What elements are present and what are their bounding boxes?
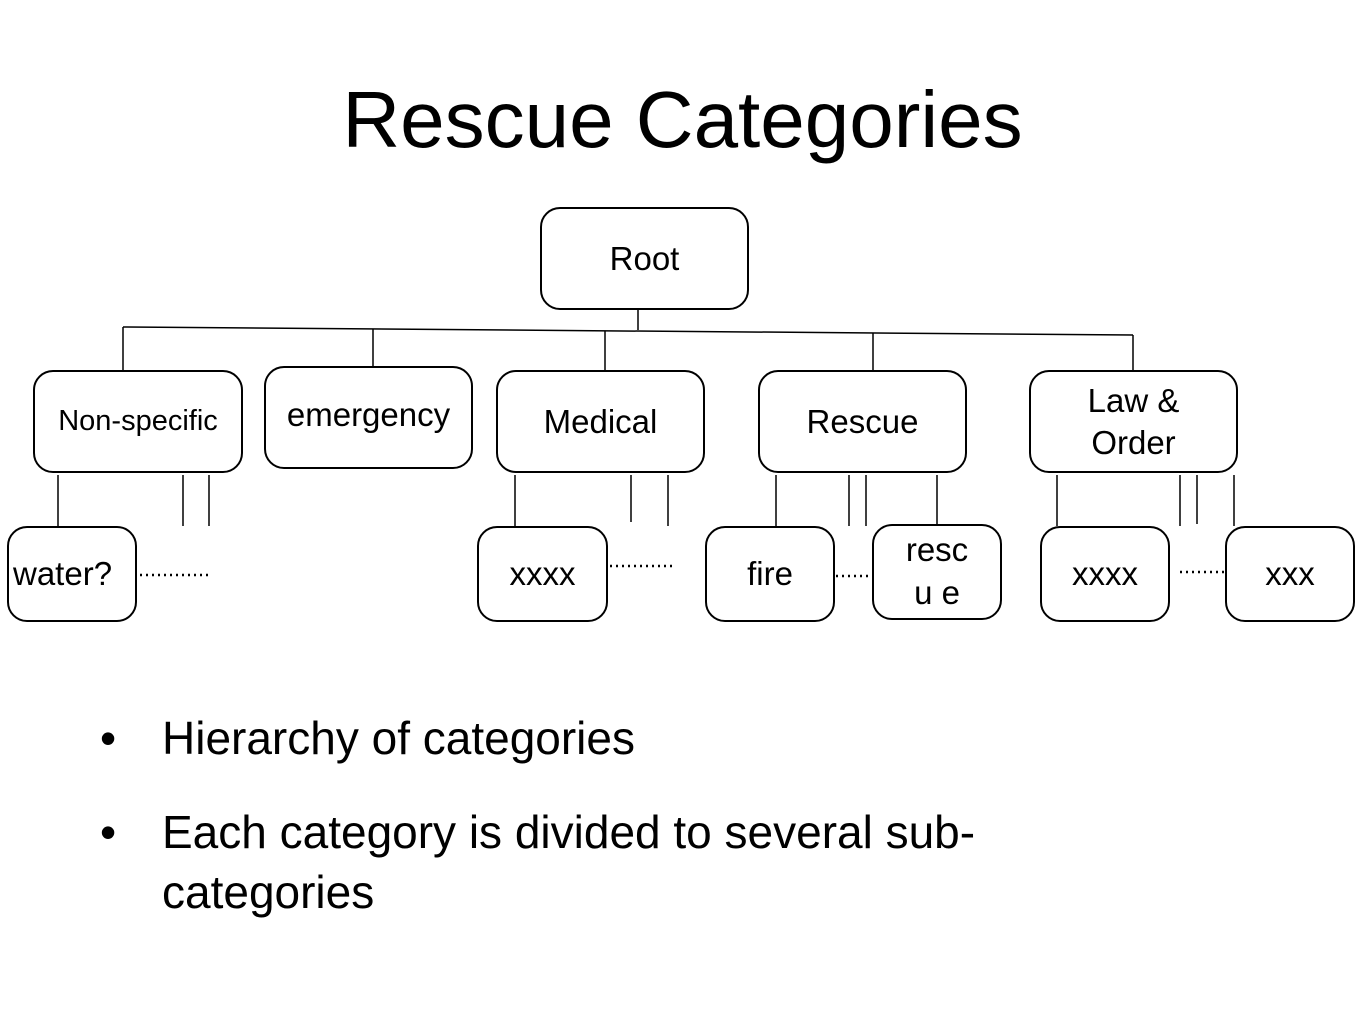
root-node: Root <box>540 207 749 310</box>
subcategory-fire: fire <box>705 526 835 622</box>
subcategory-law-xxxx: xxxx <box>1040 526 1170 622</box>
category-non-specific: Non-specific <box>33 370 243 473</box>
category-label: Non-specific <box>58 405 218 438</box>
bus-line <box>122 326 1134 336</box>
bullet-symbol: • <box>100 806 117 858</box>
bullet-text: Hierarchy of categories <box>162 712 635 764</box>
category-medical: Medical <box>496 370 705 473</box>
subcategory-label: xxxx <box>1072 555 1138 593</box>
root-label: Root <box>609 239 680 277</box>
category-label: Medical <box>543 402 658 440</box>
category-label: Rescue <box>806 402 919 440</box>
bullet-text: Each category is divided to several sub-… <box>162 806 976 918</box>
bullet-list: • Hierarchy of categories • Each categor… <box>100 708 1300 956</box>
subcategory-medical-xxxx: xxxx <box>477 526 608 622</box>
bullet-symbol: • <box>100 712 117 764</box>
subcategory-label: water? <box>13 555 113 593</box>
subcategory-label: rescu e <box>905 531 969 611</box>
subcategory-label: fire <box>747 555 793 593</box>
subcategory-rescue: rescu e <box>872 524 1002 620</box>
category-label: emergency <box>286 395 451 433</box>
category-emergency: emergency <box>264 366 473 469</box>
category-label: Law & Order <box>1087 382 1180 461</box>
category-law-order: Law & Order <box>1029 370 1238 473</box>
bullet-item: • Each category is divided to several su… <box>100 802 1300 922</box>
slide-title: Rescue Categories <box>342 75 1023 164</box>
subcategory-water: water? <box>7 526 137 622</box>
category-rescue: Rescue <box>758 370 967 473</box>
bullet-item: • Hierarchy of categories <box>100 708 1300 768</box>
subcategory-law-xxx: xxx <box>1225 526 1355 622</box>
subcategory-label: xxxx <box>509 555 576 593</box>
subcategory-label: xxx <box>1265 555 1315 593</box>
